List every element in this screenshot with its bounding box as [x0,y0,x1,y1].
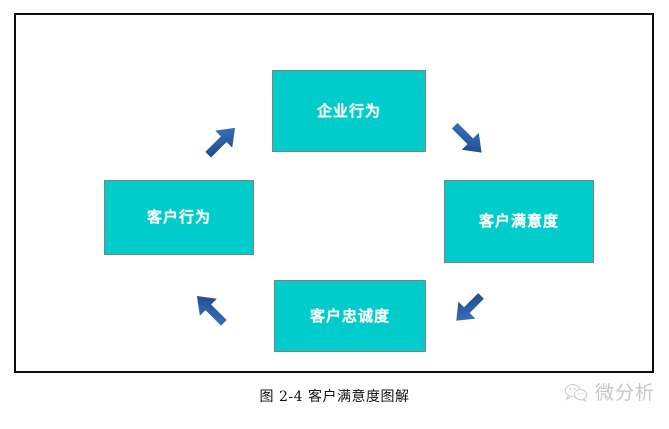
wechat-icon [563,382,589,402]
diagram-frame: 企业行为 客户满意度 客户忠诚度 客户行为 [14,13,654,373]
arrow-up-right-icon [176,107,246,177]
arrow-down-left-icon [434,273,504,343]
process-box-right[interactable]: 客户满意度 [444,180,594,263]
arrow-up-left-icon [174,273,244,343]
watermark: 微分析 [563,378,655,405]
process-box-top-label: 企业行为 [316,101,381,120]
process-box-left[interactable]: 客户行为 [104,180,254,255]
process-box-bottom[interactable]: 客户忠诚度 [274,280,426,352]
process-box-right-label: 客户满意度 [478,212,559,230]
watermark-text: 微分析 [594,382,655,404]
figure-caption: 图 2-4 客户满意度图解 [259,389,410,405]
process-box-top[interactable]: 企业行为 [272,70,426,152]
arrow-down-right-icon [436,107,506,177]
process-box-bottom-label: 客户忠诚度 [309,306,390,325]
process-box-left-label: 客户行为 [146,208,211,226]
